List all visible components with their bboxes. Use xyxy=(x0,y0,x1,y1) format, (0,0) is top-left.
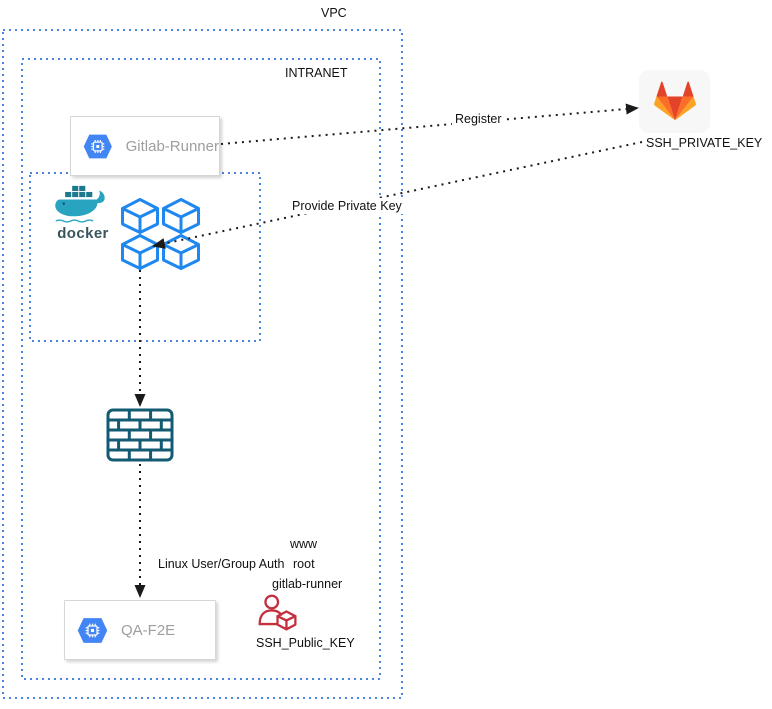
register-edge-label: Register xyxy=(452,111,505,127)
compute-engine-icon xyxy=(77,617,108,643)
qa-f2e-label: QA-F2E xyxy=(121,621,176,639)
gitlab-runner-label: Gitlab-Runner xyxy=(125,137,219,155)
container-cube-icon[interactable] xyxy=(121,198,159,234)
linux-auth-label: Linux User/Group Auth xyxy=(158,557,285,571)
gitlab-tanuki-icon xyxy=(653,81,696,121)
container-cube-icon[interactable] xyxy=(162,234,200,270)
user-key-icon xyxy=(258,594,297,631)
account-gitlab-runner: gitlab-runner xyxy=(272,577,343,591)
docker-logo[interactable]: docker xyxy=(51,184,115,242)
qa-f2e-node[interactable]: QA-F2E xyxy=(64,600,216,660)
gitlab-logo-tile[interactable] xyxy=(639,70,710,133)
compute-engine-icon xyxy=(83,134,112,158)
intranet-boundary xyxy=(21,58,381,680)
intranet-label: INTRANET xyxy=(285,66,348,80)
docker-whale-icon xyxy=(55,185,105,223)
vpc-label: VPC xyxy=(321,6,347,20)
account-www: www xyxy=(290,537,318,551)
account-root: root xyxy=(293,557,315,571)
firewall-icon[interactable] xyxy=(106,408,174,462)
gitlab-runner-node[interactable]: Gitlab-Runner xyxy=(70,116,220,176)
ssh-private-key-label: SSH_PRIVATE_KEY xyxy=(646,136,763,150)
container-cube-icon[interactable] xyxy=(121,234,159,270)
docker-wordmark: docker xyxy=(57,225,109,242)
ssh-public-key-label: SSH_Public_KEY xyxy=(256,636,355,650)
vpc-boundary xyxy=(2,29,403,699)
container-cube-icon[interactable] xyxy=(162,198,200,234)
provide-private-key-edge-label: Provide Private Key xyxy=(289,198,405,214)
